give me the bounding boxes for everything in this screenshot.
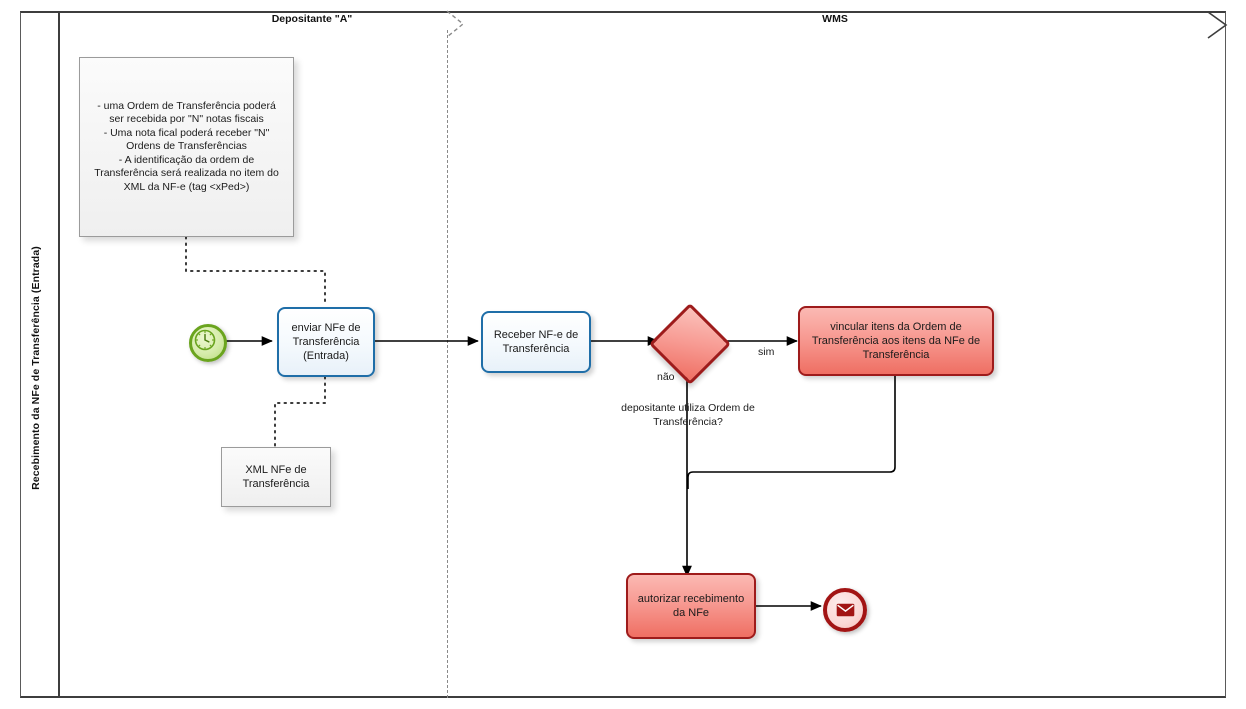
- annotation-line: - uma Ordem de Transferência poderá: [97, 99, 276, 112]
- task-label: enviar NFe de Transferência (Entrada): [291, 322, 361, 362]
- pool-divider-dashed: [447, 30, 448, 698]
- flow-vincular-to-autorizar: [687, 376, 896, 489]
- annotation-line: Ordens de Transferências: [126, 140, 247, 153]
- annotation-line: - A identificação da ordem de: [118, 153, 255, 166]
- association-note-to-enviar: [185, 236, 326, 307]
- edge-label-nao: não: [657, 371, 675, 383]
- task-label: Receber NF-e de Transferência: [493, 329, 579, 355]
- edge-label-sim: sim: [758, 346, 775, 358]
- timer-icon: [194, 329, 216, 351]
- pool-label-wms: WMS: [822, 13, 848, 25]
- task-vincular-itens[interactable]: vincular itens da Ordem de Transferência…: [798, 306, 994, 376]
- gateway-question-label: depositante utiliza Ordem de Transferênc…: [621, 402, 755, 428]
- association-enviar-to-xml: [274, 376, 326, 448]
- annotation-line: - Uma nota fical poderá receber "N": [103, 126, 270, 139]
- pool-split-chevron-icon: [446, 10, 465, 38]
- task-label: vincular itens da Ordem de Transferência…: [811, 321, 981, 361]
- pool-right-chevron-icon: [1207, 11, 1228, 39]
- pool-label-depositante: Depositante "A": [271, 13, 353, 25]
- annotation-line: ser recebida por "N" notas fiscais: [109, 113, 264, 126]
- task-receber-nfe[interactable]: Receber NF-e de Transferência: [481, 311, 591, 373]
- task-enviar-nfe[interactable]: enviar NFe de Transferência (Entrada): [277, 307, 375, 377]
- task-autorizar-recebimento[interactable]: autorizar recebimento da NFe: [626, 573, 756, 639]
- lane-header-divider: [58, 11, 60, 698]
- end-event-message[interactable]: [823, 588, 867, 632]
- annotation-xml-nfe: XML NFe de Transferência: [221, 447, 331, 507]
- annotation-regras: - uma Ordem de Transferência poderá ser …: [79, 57, 294, 237]
- annotation-line: XML da NF-e (tag <xPed>): [123, 180, 250, 193]
- annotation-line: Transferência será realizada no item do: [94, 167, 279, 180]
- annotation-line: Transferência: [242, 478, 310, 490]
- start-event-timer[interactable]: [189, 324, 227, 362]
- envelope-icon: [836, 603, 854, 617]
- annotation-line: XML NFe de: [245, 464, 307, 476]
- task-label: autorizar recebimento da NFe: [637, 593, 745, 619]
